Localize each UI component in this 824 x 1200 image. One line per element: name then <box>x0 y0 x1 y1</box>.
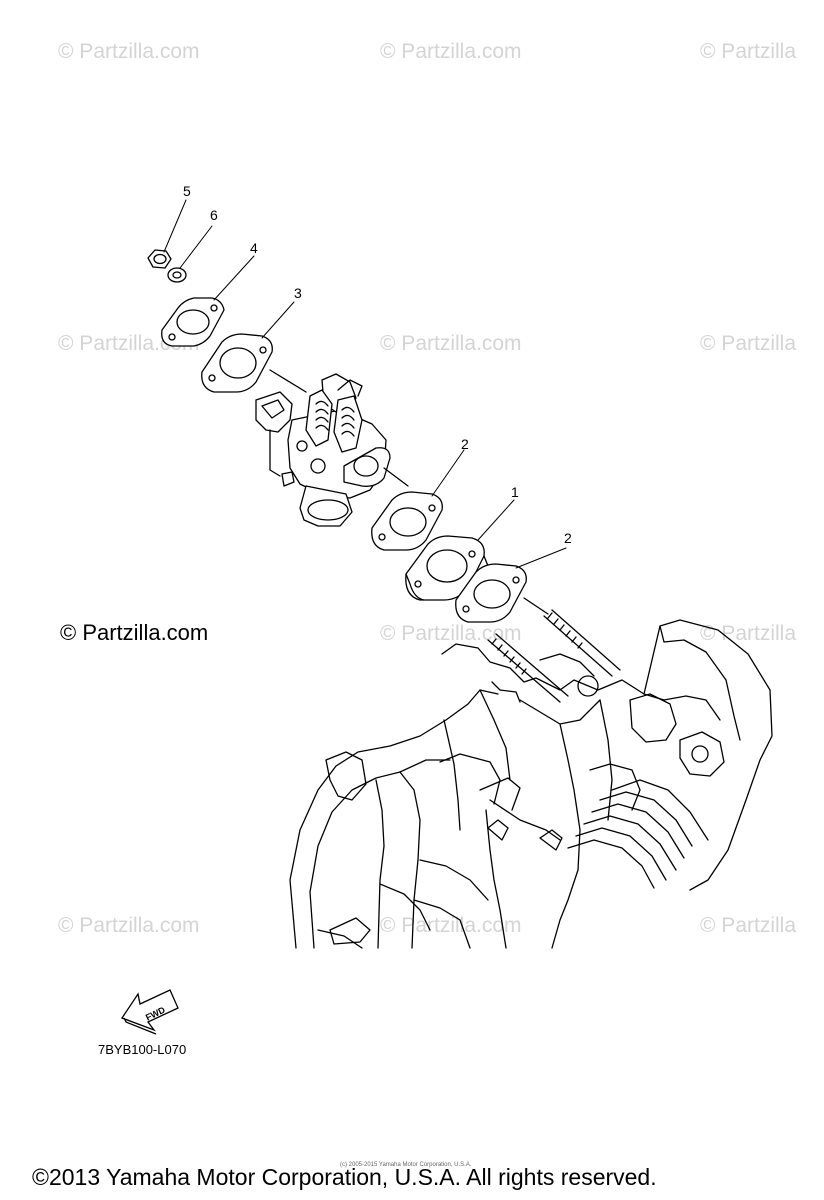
callout-4: 4 <box>250 240 258 256</box>
watermark-7: © Partzilla.com <box>380 622 522 645</box>
watermark-2: © Partzilla.com <box>380 40 522 63</box>
callout-5: 5 <box>183 183 191 199</box>
footer-copyright: ©2013 Yamaha Motor Corporation, U.S.A. A… <box>32 1164 657 1190</box>
callout-1: 1 <box>511 484 519 500</box>
nut-part <box>147 249 172 269</box>
watermark-9: © Partzilla.com <box>58 914 200 937</box>
callout-3: 3 <box>294 285 302 301</box>
small-notice: (c) 2005-2015 Yamaha Motor Corporation, … <box>340 1162 472 1168</box>
callout-leader-lines <box>163 199 567 569</box>
watermark-10: © Partzilla.com <box>380 914 522 937</box>
watermark-1: © Partzilla.com <box>58 40 200 63</box>
callout-2-upper: 2 <box>461 436 469 452</box>
watermark-3: © Partzilla <box>700 40 796 63</box>
callout-6: 6 <box>210 207 218 223</box>
engine-crankcase <box>289 619 773 949</box>
stud-bolts <box>487 609 621 703</box>
gasket-3-part <box>201 333 273 393</box>
watermark-8: © Partzilla <box>700 622 796 645</box>
watermark-6: © Partzilla <box>700 332 796 355</box>
fwd-arrow-icon <box>121 989 179 1035</box>
carburetor-part <box>255 373 391 527</box>
insulator-part <box>405 535 489 601</box>
gasket-4-part <box>161 297 225 347</box>
washer-part <box>167 267 187 283</box>
watermark-11: © Partzilla <box>700 914 796 937</box>
diagram-code: 7BYB100-L070 <box>98 1042 187 1057</box>
watermark-5: © Partzilla.com <box>380 332 522 355</box>
gasket-2a-part <box>371 491 443 551</box>
partzilla-copyright: © Partzilla.com <box>60 620 209 645</box>
gasket-2b-part <box>455 563 527 623</box>
callout-2-lower: 2 <box>564 530 572 546</box>
